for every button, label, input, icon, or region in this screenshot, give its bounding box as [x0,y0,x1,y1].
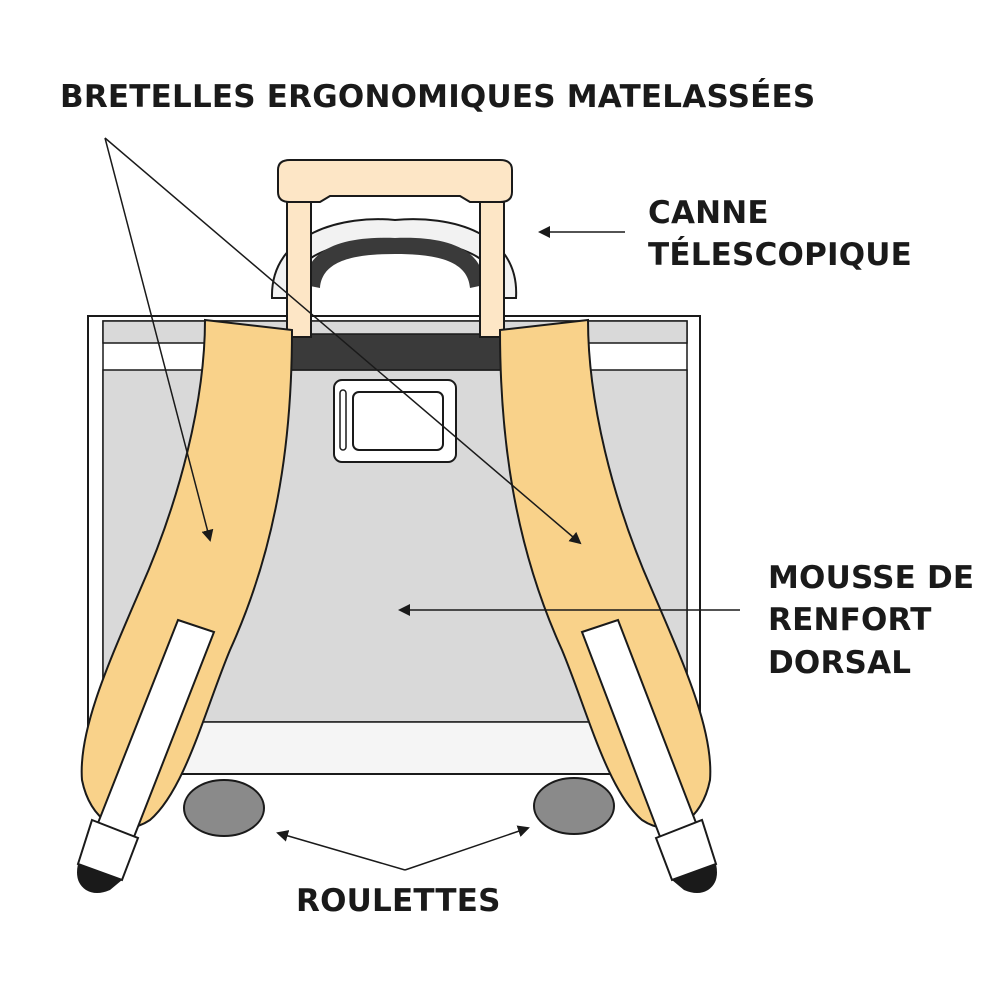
wheel-left [183,779,265,837]
arrow-bretelles-left [104,137,214,542]
telescopic-handle-grip [277,159,513,203]
name-tag-window [352,391,444,451]
label-roulettes: ROULETTES [296,883,501,919]
carry-handle-grip [305,237,484,288]
telescopic-rod-right [479,201,505,338]
shoulder-band [287,333,511,371]
arrow-bretelles-right [104,137,582,545]
label-mousse-line-3: DORSAL [768,644,912,681]
label-mousse-line-1: MOUSSE DE [768,560,975,596]
arrow-roulettes-left [276,830,406,871]
telescopic-rod-left [286,201,312,338]
arrow-roulettes-right [404,825,530,871]
label-bretelles: BRETELLES ERGONOMIQUES MATELASSÉES [60,79,816,115]
label-mousse-line-2: RENFORT [768,602,932,639]
label-canne-line-2: TÉLESCOPIQUE [648,237,913,274]
label-canne-line-1: CANNE [648,195,769,231]
wheel-right [533,777,615,835]
label-mousse-renfort-dorsal: MOUSSE DE RENFORT DORSAL [768,557,974,684]
label-canne-telescopique: CANNE TÉLESCOPIQUE [648,192,912,277]
